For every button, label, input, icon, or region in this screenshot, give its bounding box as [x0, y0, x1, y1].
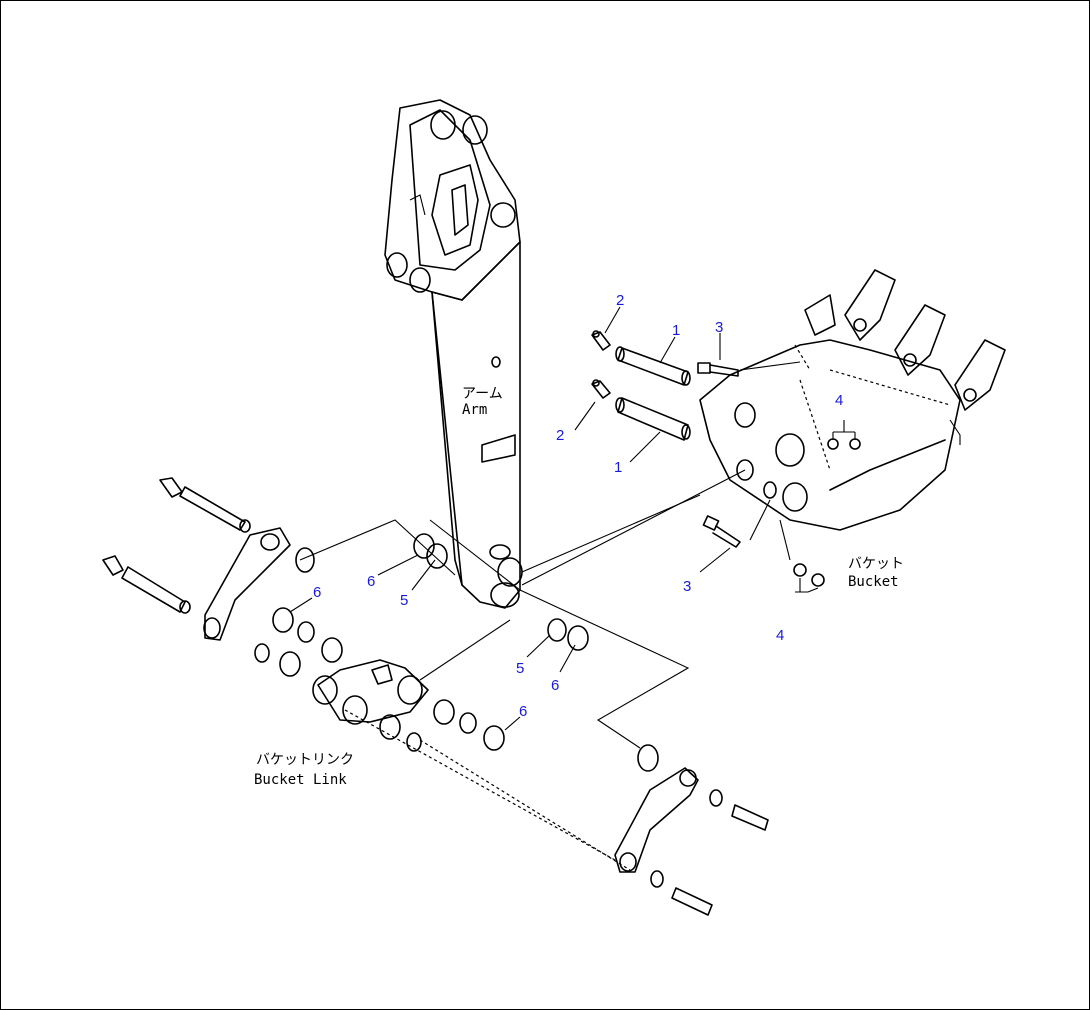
bushing-link-b [406, 732, 422, 752]
callout-5-middle: 5 [516, 660, 524, 677]
bushing-link-a [379, 714, 401, 740]
side-link-left [203, 527, 291, 641]
bolt-right-bottom [671, 887, 713, 916]
bucket-link [312, 659, 429, 725]
bushing-link-c [433, 699, 455, 725]
callout-2-lower: 2 [556, 427, 564, 444]
callout-4-upper: 4 [835, 392, 843, 409]
pin-lower [615, 397, 691, 441]
assembly-lines [299, 361, 801, 871]
nut-lower-a [793, 563, 807, 577]
oring-5-middle [547, 618, 567, 642]
callout-6-upper: 6 [367, 573, 375, 590]
arm-label-en: Arm [462, 402, 487, 418]
bolt-lower [702, 515, 741, 548]
grease-fitting-upper [591, 330, 611, 351]
side-link-right [614, 767, 699, 873]
arm [384, 99, 523, 609]
pin-upper [615, 346, 691, 386]
callout-leaders [289, 306, 856, 731]
grease-fitting-lower [591, 379, 611, 399]
bushing-link-d [459, 712, 477, 734]
shim-6-middle [567, 625, 589, 651]
callout-1-upper: 1 [672, 322, 680, 339]
arm-label-jp: アーム [462, 386, 503, 402]
bushing-left-d [279, 651, 301, 677]
callout-6-middle: 6 [551, 677, 559, 694]
bucket-link-label-en: Bucket Link [254, 772, 347, 788]
nut-right-top [709, 789, 723, 807]
callout-2-upper: 2 [616, 292, 624, 309]
callout-1-lower: 1 [614, 459, 622, 476]
bucket-link-label-jp: バケットリンク [256, 752, 354, 768]
shim-6-lower [483, 725, 505, 751]
shim-6-upper [413, 533, 435, 559]
bucket-label-jp: バケット [848, 556, 904, 572]
nut-right-bottom [650, 870, 664, 888]
callout-3-upper: 3 [715, 319, 723, 336]
nut-lower-b [811, 573, 825, 587]
bolt-upper [697, 362, 739, 377]
bolt-right-top [731, 804, 769, 831]
callout-6-lower: 6 [519, 703, 527, 720]
bushing-left-b [321, 637, 343, 663]
left-grease-fitting-bottom [102, 555, 191, 614]
callout-5-upper: 5 [400, 592, 408, 609]
washer-left-top [295, 547, 315, 573]
bushing-left-c [254, 643, 270, 663]
washer-right [637, 744, 659, 772]
bucket [699, 269, 1006, 531]
oring-5-upper [426, 543, 448, 569]
callout-6-left: 6 [313, 584, 321, 601]
shim-6-left [272, 607, 294, 633]
bucket-label-en: Bucket [848, 574, 899, 590]
left-grease-fitting-top [159, 477, 251, 533]
callout-4-lower: 4 [776, 627, 784, 644]
bushing-left-a [297, 621, 315, 643]
callout-3-lower: 3 [683, 578, 691, 595]
